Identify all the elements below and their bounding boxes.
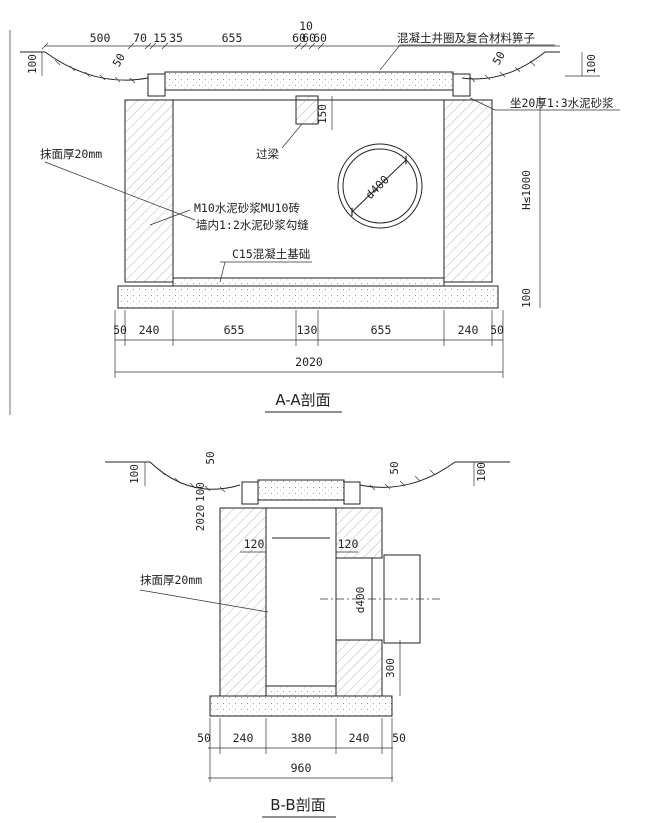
b-pipe-offset-text: 300	[384, 658, 397, 678]
b-wall-left	[219, 507, 267, 697]
b-grade-left-text: 100	[128, 464, 141, 484]
b-dim-240-left: 240	[233, 731, 254, 745]
label-cover: 混凝土井圈及复合材料箅子	[397, 31, 535, 45]
ground-hatch-right	[469, 60, 536, 83]
leader-cover	[379, 44, 401, 71]
leader-bed	[469, 97, 496, 111]
ground-hatch-left	[54, 59, 136, 84]
beam-dim-text: 150	[316, 104, 329, 124]
b-total-dim-text: 960	[291, 761, 312, 775]
ground-slope-left	[44, 51, 149, 81]
grate-cover	[164, 71, 454, 91]
lintel-beam	[295, 95, 319, 125]
b-leader-plaster	[139, 589, 269, 613]
cover-ring-left	[147, 73, 166, 97]
b-slope-right-text: 50	[388, 461, 401, 474]
b-inner-floor	[265, 685, 337, 697]
wall-left	[124, 99, 174, 283]
bottom-dim-240-left: 240	[139, 323, 160, 337]
c15-base	[117, 285, 499, 309]
label-plaster: 抹面厚20mm	[40, 147, 102, 161]
b-grade-right-text: 100	[475, 462, 488, 482]
label-joint: 墙内1:2水泥砂浆勾缝	[196, 218, 309, 232]
b-wall-right-upper	[335, 507, 383, 559]
grade-left-text: 100	[26, 54, 39, 74]
grade-right-text: 100	[585, 54, 598, 74]
leader-base	[219, 261, 226, 283]
b-slope-left-text: 50	[204, 451, 217, 464]
wall-right	[443, 99, 493, 283]
b-inner-right-text: 120	[338, 537, 359, 551]
base-dim-text: 100	[520, 288, 533, 308]
b-bottom-dim-ticks	[209, 718, 393, 782]
b-inner-left-text: 120	[244, 537, 265, 551]
b-cover-ring-left	[241, 481, 259, 505]
b-gap-left-text: 100	[194, 482, 207, 502]
b-c15-base	[209, 695, 393, 717]
section-b-b: d400 300 100 100 50 50 100 2020 120 120 …	[105, 451, 510, 818]
bottom-dim-50-left: 50	[113, 323, 127, 337]
slope-left-text: 50	[110, 51, 128, 69]
b-layer-text: 2020	[194, 505, 207, 532]
b-dim-50-left: 50	[197, 731, 211, 745]
section-b-title: B-B剖面	[270, 796, 325, 814]
bottom-dim-240-right: 240	[458, 323, 479, 337]
top-dim-655: 655	[222, 31, 243, 45]
b-label-plaster: 抹面厚20mm	[140, 573, 202, 587]
label-brick: M10水泥砂浆MU10砖	[194, 201, 300, 215]
bottom-dim-655-right: 655	[371, 323, 392, 337]
b-dim-50-right: 50	[392, 731, 406, 745]
bottom-dim-50-right: 50	[490, 323, 504, 337]
top-dim-500: 500	[90, 31, 111, 45]
leader-beam	[281, 123, 303, 149]
top-dim-60c: 60	[313, 31, 327, 45]
bottom-dim-ticks	[114, 310, 504, 378]
b-ground-hatch-right	[369, 469, 436, 491]
b-ground-hatch-left	[159, 469, 226, 493]
b-dim-240-right: 240	[349, 731, 370, 745]
top-dim-35: 35	[169, 31, 183, 45]
top-dim-15: 15	[153, 31, 167, 45]
top-dim-60b: 60	[302, 31, 316, 45]
pipe-inner	[342, 148, 418, 224]
total-dim-text: 2020	[295, 355, 323, 369]
pipe-dim-text: d400	[362, 172, 392, 202]
label-beam: 过梁	[256, 147, 279, 161]
b-cover-ring-right	[343, 481, 361, 505]
bottom-dim-655-left: 655	[224, 323, 245, 337]
top-dim-60a: 60	[292, 31, 306, 45]
pipe-outer	[337, 143, 423, 229]
height-dim-text: H≤1000	[520, 170, 533, 210]
label-base: C15混凝土基础	[232, 247, 310, 261]
b-grate-cover	[257, 479, 345, 501]
top-dim-10: 10	[299, 19, 313, 33]
bottom-dim-130: 130	[297, 323, 318, 337]
slope-right-text: 50	[490, 49, 508, 67]
leader-plaster	[44, 161, 196, 221]
top-dim-70: 70	[133, 31, 147, 45]
b-wall-right-lower	[335, 639, 383, 697]
b-dim-380: 380	[291, 731, 312, 745]
cover-ring-right	[452, 73, 471, 97]
label-mortar-bed: 坐20厚1:3水泥砂浆	[510, 96, 614, 110]
leader-brick	[149, 209, 191, 226]
ground-slope-right	[461, 51, 560, 80]
b-pipe-dim-text: d400	[354, 587, 367, 614]
section-a-a: d400 500 70 15 35 655 10 60 60 60 100 10…	[9, 19, 620, 415]
pipe-dim-line	[351, 155, 407, 217]
top-dim-ticks	[41, 42, 325, 50]
b-ground-slope-left	[149, 461, 241, 490]
inner-floor	[172, 277, 445, 287]
section-a-title: A-A剖面	[275, 391, 330, 409]
